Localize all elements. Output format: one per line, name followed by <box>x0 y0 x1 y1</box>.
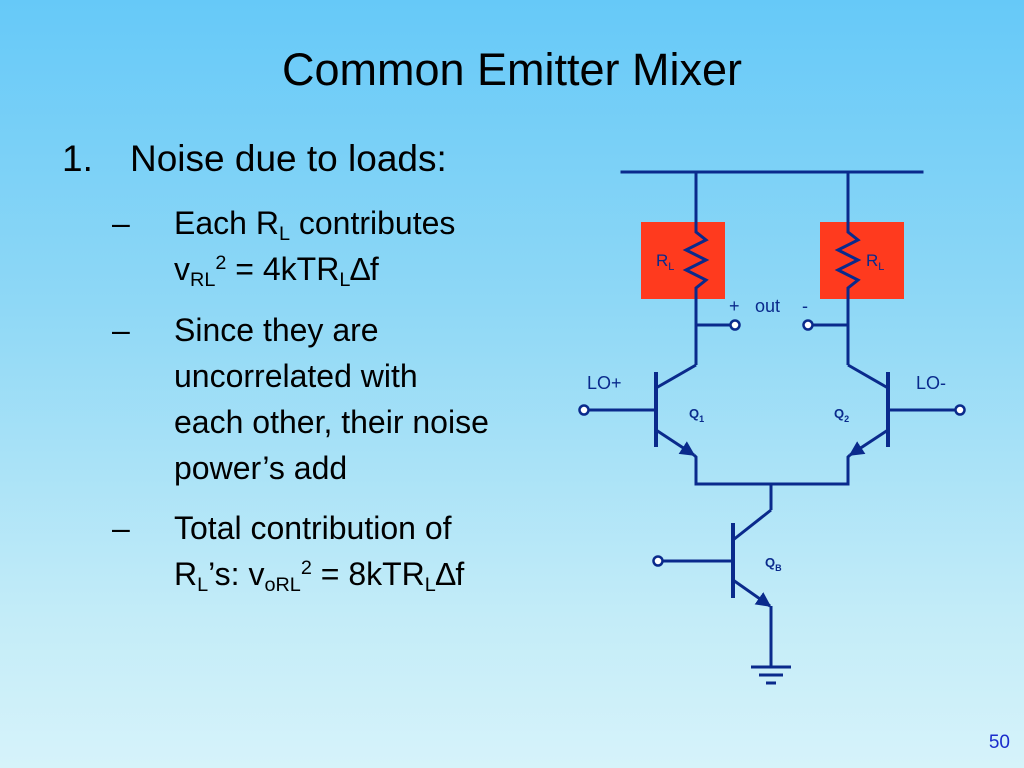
bullet-line: each other, their noise <box>174 404 489 440</box>
out-label: out <box>755 296 780 316</box>
text-run: ∆f <box>435 556 465 592</box>
bullet-total: – Total contribution of RL’s: voRL2 = 8k… <box>112 505 464 597</box>
resistor-box-left <box>641 222 725 299</box>
subscript: RL <box>190 268 216 291</box>
q2-emitter-icon <box>848 428 889 457</box>
subscript: L <box>197 573 209 596</box>
rl-right-label: RL <box>866 251 884 273</box>
bullet-line: uncorrelated with <box>174 358 418 394</box>
q2-collector <box>847 363 889 390</box>
bullet-line: Each RL contributes <box>174 200 455 246</box>
slide-title: Common Emitter Mixer <box>281 44 743 95</box>
subscript: oRL <box>264 573 301 596</box>
subscript: L <box>278 222 290 245</box>
rl-left-label: RL <box>656 251 674 273</box>
subscript: L <box>424 573 436 596</box>
bullet-line: power’s add <box>174 450 348 486</box>
resistor-left-icon <box>682 222 710 299</box>
list-item-text: Noise due to loads: <box>130 138 447 179</box>
text-run: R <box>174 556 198 592</box>
out-plus-terminal <box>729 319 741 331</box>
resistor-box-right <box>820 222 904 299</box>
bullet-line: Since they are <box>174 312 379 348</box>
text-run: = 8kTR <box>311 556 425 592</box>
text-run: ∆f <box>350 251 379 287</box>
bullet-dash: – <box>112 205 130 241</box>
list-item-1: 1. Noise due to loads: <box>62 138 447 180</box>
q1-collector <box>655 363 697 390</box>
text-run: Each R <box>174 205 279 241</box>
list-number: 1. <box>62 138 93 179</box>
q1-emitter-icon <box>655 428 696 457</box>
resistor-right-icon <box>834 222 862 299</box>
bullet-each-rl: – Each RL contributes vRL2 = 4kTRL∆f <box>112 200 455 292</box>
superscript: 2 <box>215 252 227 275</box>
bullet-line: RL’s: voRL2 = 8kTRL∆f <box>174 551 464 597</box>
page-number: 50 <box>988 732 1010 753</box>
lo-minus-label: LO- <box>916 373 946 393</box>
text-run: ’s: v <box>208 556 265 592</box>
lo-minus-terminal <box>954 404 966 416</box>
lo-plus-terminal <box>578 404 590 416</box>
qb-label: QB <box>765 555 782 573</box>
qb-collector <box>732 508 772 542</box>
subscript: L <box>339 268 351 291</box>
q2-label: Q2 <box>834 406 849 424</box>
out-plus-label: + <box>729 296 740 316</box>
bullet-line: Total contribution of <box>174 510 452 546</box>
lo-plus-label: LO+ <box>587 373 622 393</box>
text-run: v <box>174 251 190 287</box>
bullet-uncorrelated: – Since they are uncorrelated with each … <box>112 307 489 491</box>
qb-emitter-icon <box>732 578 772 608</box>
bullet-dash: – <box>112 312 130 348</box>
bullet-dash: – <box>112 510 130 546</box>
ground-icon <box>751 665 791 685</box>
superscript: 2 <box>300 557 312 580</box>
text-run: contributes <box>289 205 456 241</box>
bias-terminal <box>652 555 664 567</box>
emitter-node <box>692 453 852 486</box>
out-minus-terminal <box>802 319 814 331</box>
text-run: = 4kTR <box>226 251 340 287</box>
q1-label: Q1 <box>689 406 704 424</box>
out-minus-label: - <box>802 296 808 316</box>
bullet-line: vRL2 = 4kTRL∆f <box>174 246 455 292</box>
